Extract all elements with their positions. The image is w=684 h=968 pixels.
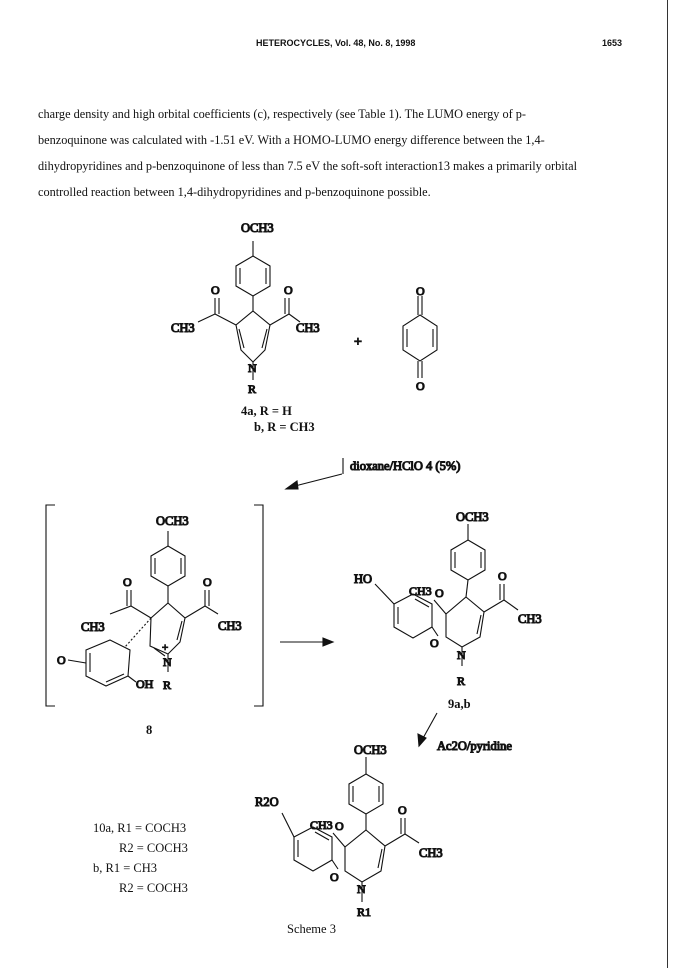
r1-label: R1 [357,905,371,919]
o-label: O [284,283,293,297]
ch3-label: CH3 [296,321,320,335]
ch3-label: CH3 [171,321,195,335]
scheme-caption: Scheme 3 [287,922,336,936]
reagent-label: Ac2O/pyridine [437,739,512,753]
n-label: N [248,361,257,375]
compound-4-label-b: b, R = CH3 [254,420,315,434]
body-paragraph: charge density and high orbital coeffici… [38,101,638,205]
o-label: O [435,586,444,600]
compound-9-structure [374,524,519,666]
ch3-label: CH3 [310,818,333,832]
n-label: N [163,655,172,669]
och3-label: OCH3 [456,510,489,524]
journal-citation: HETEROCYCLES, Vol. 48, No. 8, 1998 [256,38,416,48]
ch3-label: CH3 [409,584,432,598]
r2o-label: R2O [255,795,279,809]
paragraph-line: dihydropyridines and p-benzoquinone of l… [38,159,577,173]
paragraph-line: benzoquinone was calculated with -1.51 e… [38,133,545,147]
paragraph-line: charge density and high orbital coeffici… [38,107,527,121]
o-label: O [123,575,132,589]
paragraph-line: controlled reaction between 1,4-dihydrop… [38,185,431,199]
r-label: R [163,678,171,692]
reaction-arrow [280,637,335,647]
plus-sign: + [354,335,362,350]
page-number: 1653 [602,38,623,48]
oh-label: OH [136,677,154,691]
o-label: O [57,653,66,667]
ch3-label: CH3 [81,620,105,634]
intermediate-brackets [45,504,264,707]
o-label: O [211,283,220,297]
reaction-arrow [284,458,344,490]
reagent-label: dioxane/HClO 4 (5%) [350,459,460,473]
och3-label: OCH3 [354,743,387,757]
n-label: N [457,648,466,662]
ch3-label: CH3 [419,846,443,860]
ch3-label: CH3 [218,619,242,633]
benzoquinone-structure [402,296,438,378]
ch3-label: CH3 [518,612,542,626]
compound-4-label-a: 4a, R = H [241,404,292,418]
compound-10-structure [281,757,420,902]
compound-10-label-a1: 10a, R1 = COCH3 [93,821,187,835]
o-label: O [498,569,507,583]
plus-charge: + [162,642,168,654]
compound-10-label-b2: R2 = COCH3 [119,881,188,895]
o-label: O [330,870,339,884]
compound-4-structure [197,241,301,380]
o-label: O [398,803,407,817]
o-label: O [416,379,425,393]
r-label: R [248,382,256,396]
o-label: O [416,284,425,298]
reaction-arrow [417,712,438,748]
running-header: HETEROCYCLES, Vol. 48, No. 8, 1998 1653 [0,38,684,54]
r-label: R [457,674,465,688]
o-label: O [335,819,344,833]
ho-label: HO [354,572,372,586]
compound-8-label: 8 [146,723,153,737]
compound-10-label-a2: R2 = COCH3 [119,841,188,855]
compound-10-label-b1: b, R1 = CH3 [93,861,158,875]
och3-label: OCH3 [156,514,189,528]
o-label: O [203,575,212,589]
compound-9-label: 9a,b [448,697,471,711]
o-label: O [430,636,439,650]
page-edge-rule [667,0,668,968]
compound-8-structure [67,531,219,687]
n-label: N [357,882,366,896]
och3-label: OCH3 [241,221,274,235]
